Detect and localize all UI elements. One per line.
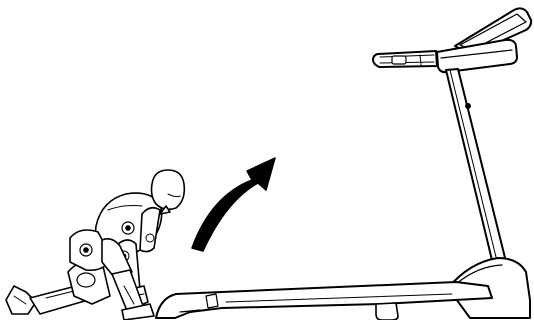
treadmill-console xyxy=(372,7,533,74)
treadmill xyxy=(155,7,533,320)
person-rear-thigh xyxy=(67,259,111,305)
person-front-foot xyxy=(121,303,155,320)
treadmill-deck xyxy=(155,281,493,320)
person-upper-arm xyxy=(139,206,161,253)
person-head xyxy=(150,169,186,215)
lift-arrow-icon xyxy=(191,157,276,252)
kneeling-person xyxy=(5,169,186,320)
